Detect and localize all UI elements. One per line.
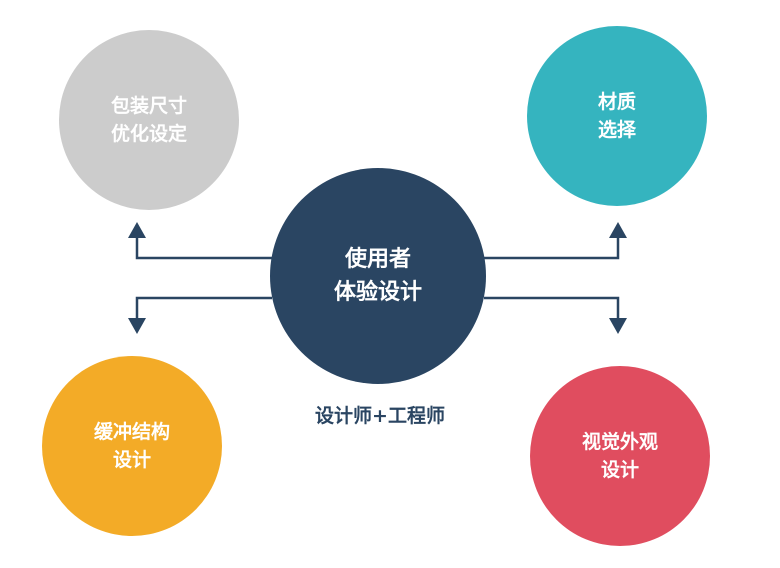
connector-upper-right: [484, 236, 620, 260]
arrow-up-right-icon: [609, 222, 627, 238]
node-packaging-size-label: 包装尺寸 优化设定: [110, 94, 187, 146]
node-user-experience-design: 使用者 体验设计: [270, 168, 486, 384]
node-cushioning-structure-label: 缓冲结构 设计: [93, 420, 170, 472]
node-visual-appearance: 视觉外观 设计: [530, 366, 710, 546]
node-user-experience-design-label: 使用者 体验设计: [333, 247, 422, 305]
node-packaging-size: 包装尺寸 优化设定: [59, 30, 239, 210]
connector-lower-left: [135, 296, 272, 320]
node-material-selection: 材质 选择: [527, 26, 707, 206]
arrow-down-right-icon: [609, 318, 627, 334]
node-cushioning-structure: 缓冲结构 设计: [42, 356, 222, 536]
arrow-down-left-icon: [128, 318, 146, 334]
arrow-up-left-icon: [128, 222, 146, 238]
connector-lower-right: [484, 296, 620, 320]
node-material-selection-label: 材质 选择: [597, 90, 636, 142]
node-visual-appearance-label: 视觉外观 设计: [581, 430, 658, 482]
caption-designer-engineer: 设计师+工程师: [315, 405, 445, 427]
connector-upper-left: [135, 236, 272, 260]
